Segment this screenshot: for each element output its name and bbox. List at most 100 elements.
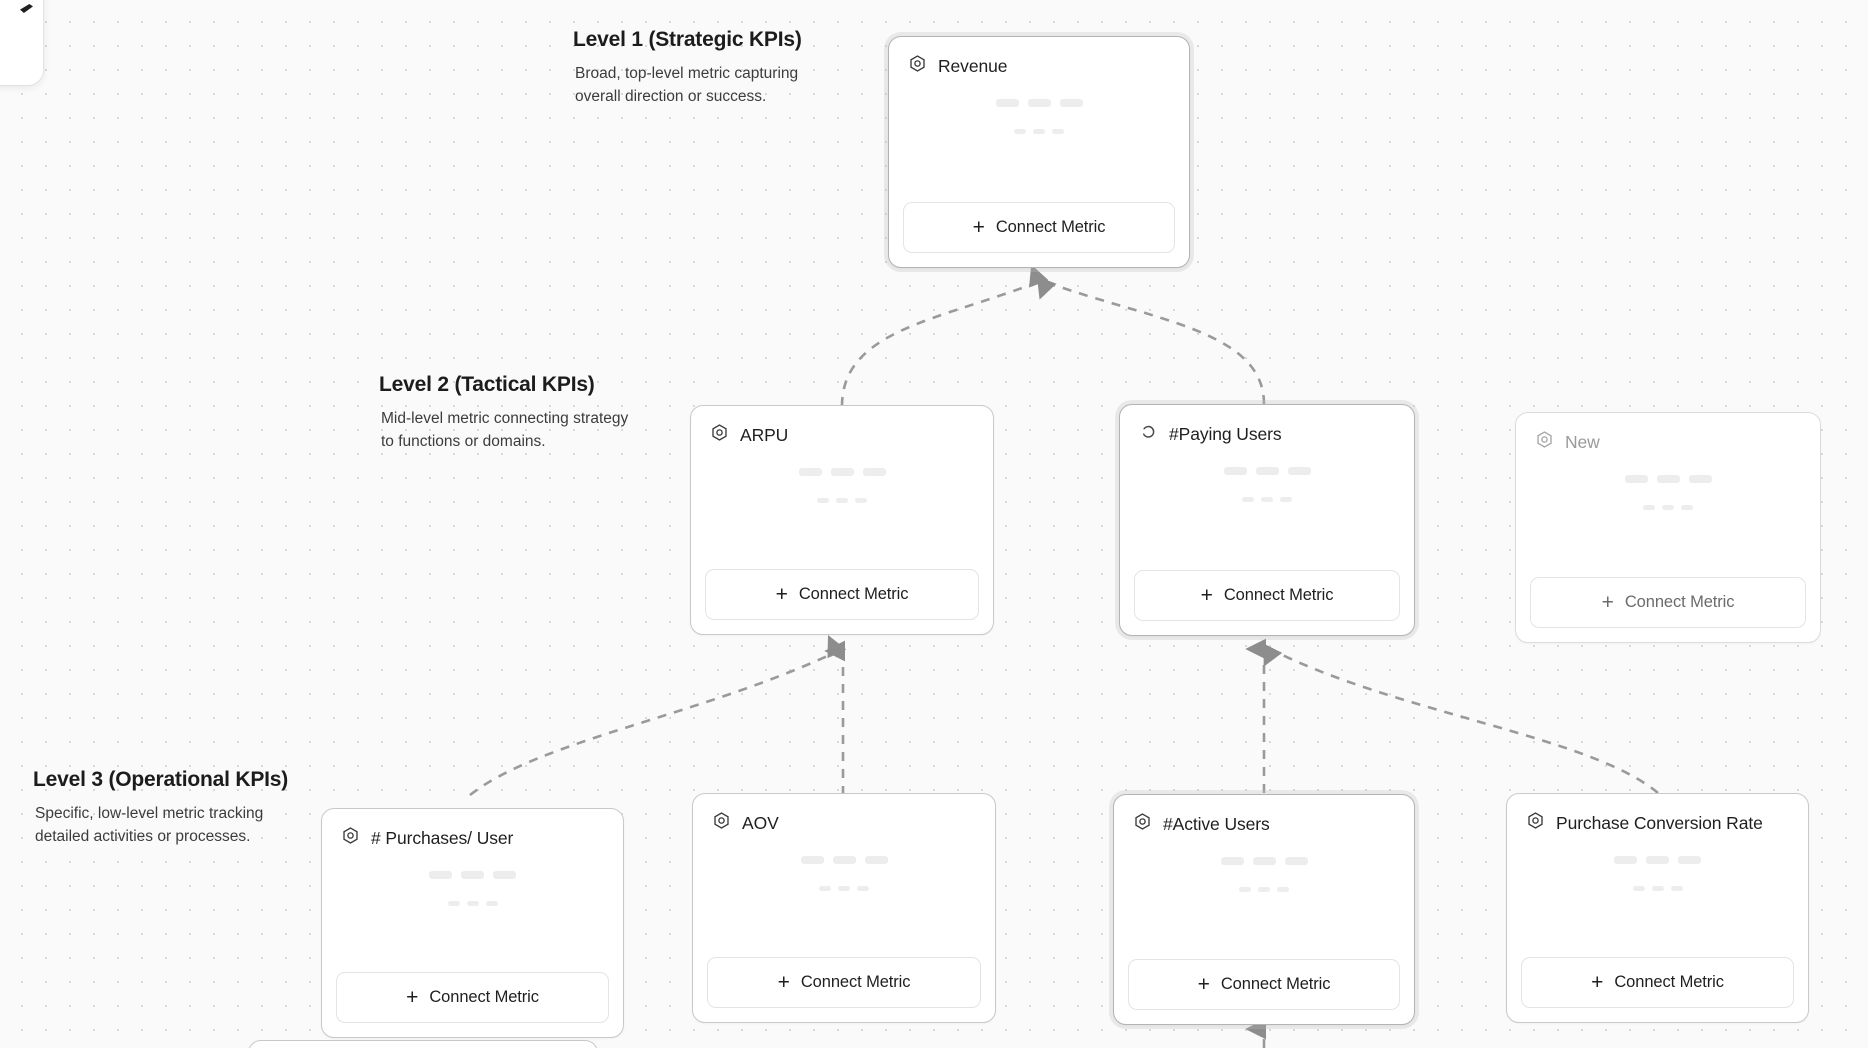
skeleton-bar: [1252, 857, 1276, 865]
skeleton-row-primary: [798, 468, 886, 476]
card-skeleton-revenue: [889, 78, 1189, 202]
skeleton-bar: [1632, 886, 1645, 891]
skeleton-row-secondary: [1242, 497, 1292, 502]
level-3-label-group: Level 3 (Operational KPIs) Specific, low…: [33, 768, 288, 849]
skeleton-row-secondary: [1014, 129, 1064, 134]
connect-metric-button-new[interactable]: + Connect Metric: [1530, 577, 1806, 628]
skeleton-row-primary: [1223, 467, 1311, 475]
skeleton-bar: [995, 99, 1019, 107]
plus-icon: +: [775, 583, 788, 606]
skeleton-bar: [1280, 497, 1292, 502]
card-title-purchase-conversion-rate: Purchase Conversion Rate: [1556, 812, 1763, 833]
connect-metric-button-arpu[interactable]: + Connect Metric: [705, 569, 979, 620]
skeleton-bar: [1624, 475, 1648, 483]
metric-card-offscreen-bottom[interactable]: [248, 1040, 598, 1048]
skeleton-bar: [1258, 887, 1270, 892]
skeleton-bar: [836, 498, 848, 503]
metric-card-paying-users[interactable]: #Paying Users + Connect Metric: [1119, 404, 1415, 636]
card-header-revenue: Revenue: [889, 37, 1189, 78]
skeleton-row-primary: [1220, 857, 1308, 865]
metric-card-new[interactable]: New + Connect Metric: [1515, 412, 1821, 643]
skeleton-bar: [1643, 505, 1655, 510]
card-skeleton-arpu: [691, 447, 993, 569]
skeleton-row-primary: [429, 871, 516, 879]
skeleton-bar: [447, 901, 460, 906]
skeleton-bar: [862, 468, 886, 476]
connect-metric-label: Connect Metric: [995, 218, 1106, 236]
skeleton-bar: [429, 871, 452, 879]
skeleton-row-secondary: [817, 498, 867, 503]
card-title-paying-users: #Paying Users: [1169, 423, 1282, 444]
card-title-active-users: #Active Users: [1163, 813, 1270, 834]
card-skeleton-paying-users: [1120, 446, 1414, 570]
skeleton-bar: [1223, 467, 1247, 475]
cursor-icon: [20, 4, 33, 13]
skeleton-row-primary: [1614, 856, 1701, 864]
connect-metric-button-aov[interactable]: + Connect Metric: [707, 957, 981, 1008]
skeleton-bar: [1670, 886, 1683, 891]
card-skeleton-active-users: [1114, 836, 1414, 959]
skeleton-bar: [798, 468, 822, 476]
connect-metric-button-purchases-user[interactable]: + Connect Metric: [336, 972, 609, 1023]
card-skeleton-purchase-conversion-rate: [1507, 835, 1808, 957]
metric-card-purchases-user[interactable]: # Purchases/ User + Connect Metric: [321, 808, 624, 1038]
connect-metric-label: Connect Metric: [1223, 586, 1334, 604]
skeleton-row-secondary: [819, 886, 869, 891]
skeleton-row-primary: [995, 99, 1083, 107]
card-header-purchase-conversion-rate: Purchase Conversion Rate: [1507, 794, 1808, 835]
metric-card-aov[interactable]: AOV + Connect Metric: [692, 793, 996, 1023]
skeleton-bar: [1287, 467, 1311, 475]
connect-metric-button-paying-users[interactable]: + Connect Metric: [1134, 570, 1400, 621]
connect-metric-label: Connect Metric: [800, 973, 911, 991]
spinner-icon: [1139, 422, 1158, 446]
level-2-description: Mid-level metric connecting strategy to …: [381, 410, 629, 450]
skeleton-bar: [1033, 129, 1045, 134]
level-3-title: Level 3 (Operational KPIs): [33, 768, 289, 791]
skeleton-bar: [1681, 505, 1693, 510]
skeleton-row-primary: [1624, 475, 1712, 483]
skeleton-bar: [1277, 887, 1289, 892]
connect-metric-label: Connect Metric: [1614, 973, 1724, 991]
plus-icon: +: [1591, 971, 1604, 994]
skeleton-bar: [1052, 129, 1064, 134]
skeleton-bar: [1614, 856, 1637, 864]
hexagon-icon: [712, 811, 731, 835]
connect-metric-button-purchase-conversion-rate[interactable]: + Connect Metric: [1521, 957, 1794, 1008]
metric-card-arpu[interactable]: ARPU + Connect Metric: [690, 405, 994, 635]
connect-metric-label: Connect Metric: [1624, 593, 1735, 611]
skeleton-row-secondary: [1643, 505, 1693, 510]
card-skeleton-aov: [693, 835, 995, 957]
card-title-purchases-user: # Purchases/ User: [371, 827, 514, 848]
plus-icon: +: [1601, 591, 1614, 614]
connect-metric-label: Connect Metric: [798, 585, 909, 603]
hexagon-icon: [1133, 812, 1152, 836]
skeleton-bar: [461, 871, 484, 879]
skeleton-bar: [855, 498, 867, 503]
connect-metric-label: Connect Metric: [429, 988, 539, 1006]
metric-card-revenue[interactable]: Revenue + Connect Metric: [888, 36, 1190, 268]
metric-card-purchase-conversion-rate[interactable]: Purchase Conversion Rate + Connect Metri…: [1506, 793, 1809, 1023]
skeleton-bar: [1261, 497, 1273, 502]
card-header-paying-users: #Paying Users: [1120, 405, 1414, 446]
skeleton-bar: [817, 498, 829, 503]
skeleton-bar: [1255, 467, 1279, 475]
skeleton-bar: [1027, 99, 1051, 107]
connect-metric-button-revenue[interactable]: + Connect Metric: [903, 202, 1175, 253]
skeleton-bar: [1678, 856, 1701, 864]
edge-purchases-to-arpu: [469, 635, 847, 797]
skeleton-bar: [864, 856, 888, 864]
card-header-new: New: [1516, 413, 1820, 454]
skeleton-row-secondary: [1239, 887, 1289, 892]
skeleton-bar: [832, 856, 856, 864]
floating-toolbar-panel[interactable]: [0, 0, 44, 86]
connect-metric-button-active-users[interactable]: + Connect Metric: [1128, 959, 1400, 1010]
skeleton-bar: [830, 468, 854, 476]
skeleton-bar: [1284, 857, 1308, 865]
metric-card-active-users[interactable]: #Active Users + Connect Metric: [1113, 794, 1415, 1025]
skeleton-bar: [1014, 129, 1026, 134]
skeleton-bar: [800, 856, 824, 864]
plus-icon: +: [972, 216, 985, 239]
level-1-title: Level 1 (Strategic KPIs): [573, 28, 802, 51]
card-skeleton-new: [1516, 454, 1820, 577]
